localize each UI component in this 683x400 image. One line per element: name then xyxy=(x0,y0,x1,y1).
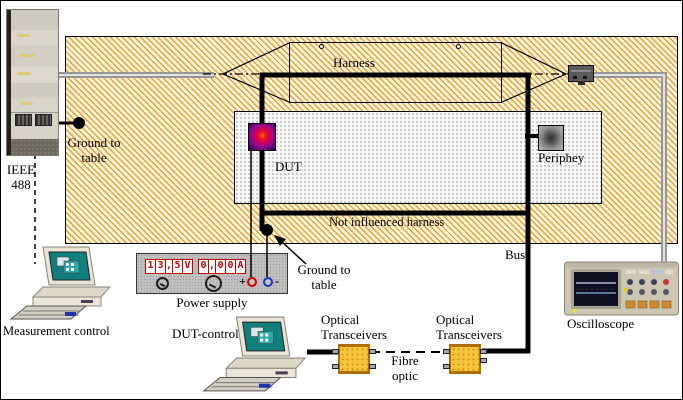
harness-hole-left xyxy=(319,44,324,49)
ground-right-label: Ground to table xyxy=(297,262,351,292)
ground-left-label: Ground to table xyxy=(67,135,121,165)
ground-left-dot xyxy=(73,117,85,129)
periphery-label: Periphey xyxy=(538,150,585,165)
periphery-square xyxy=(538,125,564,151)
optical-left-label: Optical Transceivers xyxy=(321,312,387,342)
oscilloscope xyxy=(564,261,679,316)
plus-terminal[interactable] xyxy=(247,277,257,287)
minus-sign: - xyxy=(275,274,279,288)
ground-arrowhead xyxy=(274,235,286,246)
funnel-right xyxy=(501,42,568,103)
gray-cable-right xyxy=(593,72,667,263)
rack-grille xyxy=(15,114,32,126)
instrument-rack xyxy=(6,9,59,156)
measurement-computer xyxy=(9,246,112,320)
oscilloscope-label: Oscilloscope xyxy=(567,316,635,331)
power-supply-unit: 1 3 , 5 V 0 , 0 0 A + - xyxy=(136,253,288,294)
display-digit: A xyxy=(235,259,246,274)
dut-control-label: DUT-control xyxy=(172,326,239,341)
funnel-left xyxy=(221,42,290,103)
voltage-display: 1 3 , 5 V xyxy=(145,259,193,274)
not-influenced-label: Not influenced harness xyxy=(329,215,445,229)
dut-label: DUT xyxy=(275,159,302,174)
current-display: 0 , 0 0 A xyxy=(198,259,246,274)
harness-hole-right xyxy=(456,44,461,49)
plus-sign: + xyxy=(239,274,246,288)
voltage-knob[interactable] xyxy=(156,277,169,290)
minus-terminal[interactable] xyxy=(263,277,273,287)
cable-probe-connector xyxy=(568,65,594,85)
optical-transceiver-left xyxy=(332,344,376,374)
measurement-control-label: Measurement control xyxy=(3,324,110,338)
dut-control-computer xyxy=(202,316,307,392)
fibre-optic-label: Fibre optic xyxy=(391,353,419,383)
current-knob[interactable] xyxy=(205,275,222,292)
ieee-488-label: IEEE 488 xyxy=(6,162,36,192)
harness-label: Harness xyxy=(333,55,375,70)
bus-label: Bus xyxy=(505,247,526,262)
ground-arrow-line xyxy=(280,240,307,265)
dut-thermal-square xyxy=(248,123,276,151)
ground-right-dot xyxy=(261,224,273,236)
rack-grille xyxy=(35,114,52,126)
power-supply-label: Power supply xyxy=(176,295,248,310)
display-digit: V xyxy=(182,259,193,274)
optical-right-label: Optical Transceivers xyxy=(436,312,502,342)
optical-transceiver-right xyxy=(443,344,487,374)
